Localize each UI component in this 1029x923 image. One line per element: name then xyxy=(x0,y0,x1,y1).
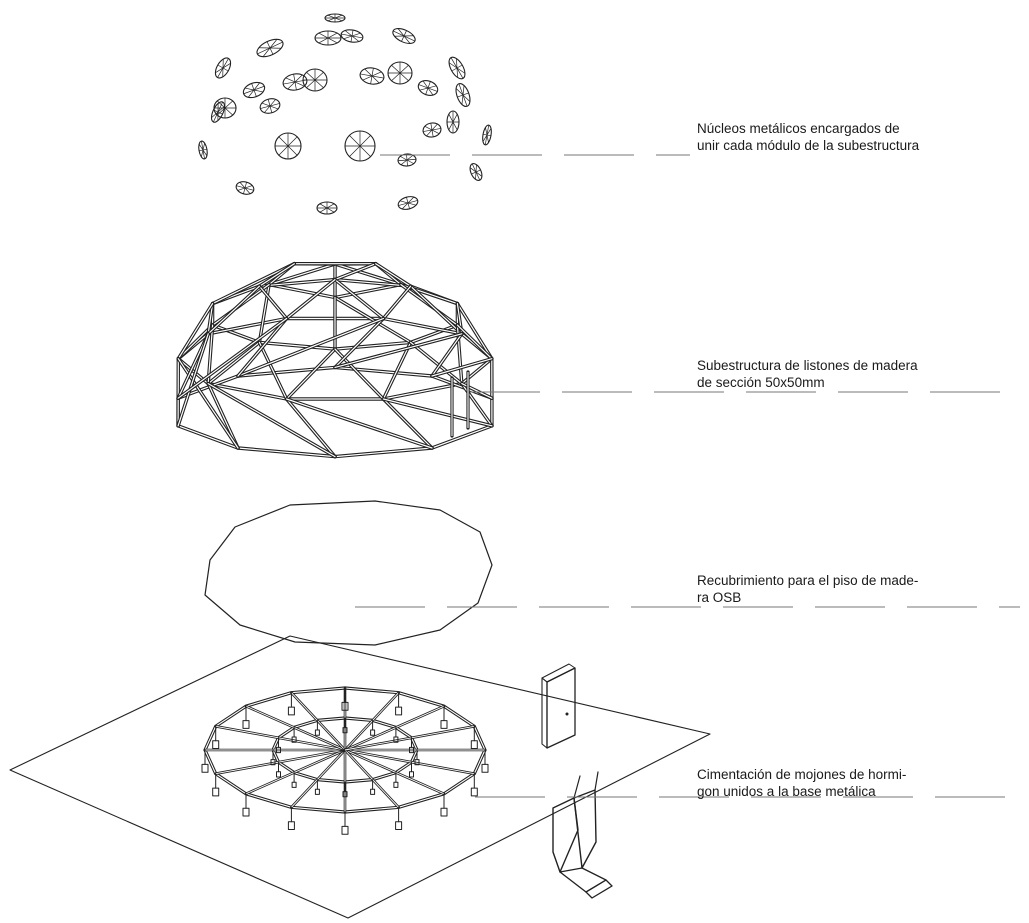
metal-node-icon xyxy=(482,124,492,146)
metal-node-icon xyxy=(210,101,226,123)
concrete-pier xyxy=(314,719,320,736)
metal-node-icon xyxy=(448,56,466,80)
concrete-pier xyxy=(440,793,448,817)
concrete-pier xyxy=(201,749,209,773)
metal-node-icon xyxy=(274,132,302,160)
concrete-pier xyxy=(212,773,220,797)
concrete-pier xyxy=(370,779,376,795)
concrete-pier xyxy=(481,749,489,773)
concrete-pier xyxy=(470,773,478,797)
metal-node-icon xyxy=(469,163,483,181)
metal-node-icon xyxy=(214,57,232,79)
door-panel xyxy=(541,663,576,749)
concrete-pier xyxy=(395,806,403,831)
concrete-pier xyxy=(414,749,420,766)
metal-node-icon xyxy=(397,196,419,210)
concrete-pier xyxy=(291,726,297,743)
label-osb-floor-line2: ra OSB xyxy=(697,590,742,605)
metal-node-icon xyxy=(387,61,413,85)
label-foundation-line2: gon unidos a la base metálica xyxy=(697,784,876,799)
concrete-pier xyxy=(287,806,295,831)
metal-node-icon xyxy=(198,140,208,160)
concrete-pier xyxy=(370,719,376,736)
concrete-pier xyxy=(314,779,320,795)
concrete-pier xyxy=(242,705,250,729)
label-foundation-line1: Cimentación de mojones de hormi- xyxy=(697,767,907,782)
label-metal-nodes: Núcleos metálicos encargados de unir cad… xyxy=(697,120,1027,154)
concrete-pier xyxy=(212,725,220,750)
concrete-pier xyxy=(395,692,403,716)
concrete-pier xyxy=(342,717,348,734)
label-metal-nodes-line1: Núcleos metálicos encargados de xyxy=(697,121,900,136)
metal-node-icon xyxy=(213,97,237,119)
concrete-pier xyxy=(287,692,295,716)
metal-node-icon xyxy=(417,80,439,96)
concrete-pier xyxy=(342,781,348,798)
concrete-pier xyxy=(409,737,414,754)
concrete-pier xyxy=(242,793,250,817)
wooden-dome-frame-layer xyxy=(176,262,494,459)
metal-node-icon xyxy=(344,130,376,162)
metal-node-icon xyxy=(324,13,346,23)
leader-lines xyxy=(355,154,1020,798)
label-metal-nodes-line2: unir cada módulo de la subestructura xyxy=(697,138,920,153)
concrete-pier xyxy=(276,761,281,778)
metal-node-icon xyxy=(302,68,328,92)
metal-node-icon xyxy=(397,153,417,167)
concrete-pier xyxy=(393,772,399,788)
ground-base-plane xyxy=(9,635,711,919)
concrete-pier xyxy=(270,749,276,766)
label-osb-floor-line1: Recubrimiento para el piso de made- xyxy=(697,573,919,588)
foundation-ring xyxy=(201,686,489,835)
concrete-pier xyxy=(341,687,349,711)
label-foundation: Cimentación de mojones de hormi- gon uni… xyxy=(697,766,1027,800)
concrete-pier xyxy=(409,761,414,778)
metal-node-icon xyxy=(259,98,281,114)
metal-node-icon xyxy=(446,110,460,134)
concrete-pier xyxy=(276,737,281,754)
label-osb-floor: Recubrimiento para el piso de made- ra O… xyxy=(697,572,1027,606)
metal-node-icon xyxy=(340,29,364,43)
metal-node-icon xyxy=(455,82,471,108)
foundation-layer xyxy=(9,635,711,919)
metal-node-icon xyxy=(422,122,442,138)
metal-node-icon xyxy=(314,30,342,46)
concrete-pier xyxy=(291,772,297,788)
metal-nodes-layer xyxy=(198,13,492,215)
concrete-pier xyxy=(393,726,399,743)
label-wooden-substructure-line1: Subestructura de listones de madera xyxy=(697,358,918,373)
metal-node-icon xyxy=(359,67,385,85)
metal-node-icon xyxy=(392,28,416,44)
label-wooden-substructure-line2: de sección 50x50mm xyxy=(697,375,825,390)
osb-floor-layer xyxy=(204,500,493,646)
metal-node-icon xyxy=(316,201,338,215)
osb-floor-panel xyxy=(204,500,493,646)
metal-node-icon xyxy=(242,81,266,99)
entry-step-frame xyxy=(552,771,613,899)
concrete-pier xyxy=(440,705,448,729)
label-wooden-substructure: Subestructura de listones de madera de s… xyxy=(697,357,1027,391)
concrete-pier xyxy=(470,725,478,750)
metal-node-icon xyxy=(235,181,255,195)
concrete-pier xyxy=(341,811,349,835)
metal-node-icon xyxy=(256,38,284,58)
